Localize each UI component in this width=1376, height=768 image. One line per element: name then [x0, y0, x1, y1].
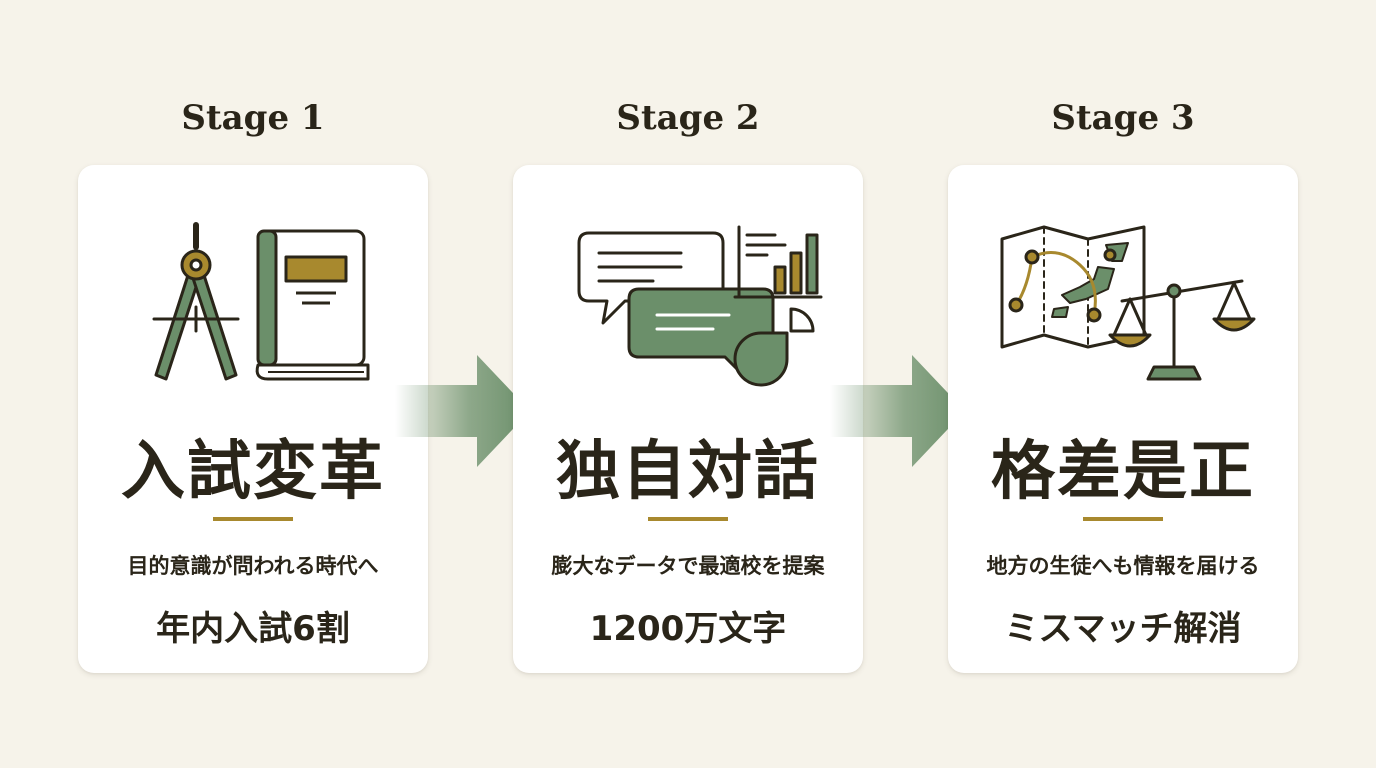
stage-3-title: 格差是正 [991, 434, 1255, 509]
stage-1-divider [213, 517, 293, 521]
stage-3-label: Stage 3 [1051, 98, 1195, 138]
stage-1-card: 入試変革 目的意識が問われる時代へ 年内入試6割 [78, 165, 428, 673]
stage-2-title: 独自対話 [556, 434, 820, 509]
arrow-right-icon [830, 355, 965, 467]
stage-1-metric: 年内入試6割 [156, 609, 350, 649]
stage-3-subtitle: 地方の生徒へも情報を届ける [986, 554, 1260, 578]
stage-2-icons [577, 225, 823, 387]
bar-chart-icon [733, 225, 823, 299]
stage-3-divider [1083, 517, 1163, 521]
book-icon [255, 229, 370, 381]
stage-1-title: 入試変革 [121, 434, 385, 509]
japan-map-icon [1000, 225, 1146, 349]
stage-1-icons [152, 222, 370, 381]
stage-3-metric: ミスマッチ解消 [1004, 609, 1242, 649]
stage-2-label: Stage 2 [616, 98, 760, 138]
arrow-right-icon [395, 355, 530, 467]
stage-3-icons [1000, 225, 1256, 381]
stage-1-subtitle: 目的意識が問われる時代へ [127, 554, 379, 578]
stage-2-divider [648, 517, 728, 521]
stage-1-label: Stage 1 [181, 98, 325, 138]
pie-chart-icon [733, 307, 815, 387]
stage-2-subtitle: 膨大なデータで最適校を提案 [551, 554, 825, 578]
stage-2-metric: 1200万文字 [589, 609, 787, 649]
balance-scale-icon [1108, 279, 1256, 381]
compass-icon [152, 222, 240, 381]
stage-2-card: 独自対話 膨大なデータで最適校を提案 1200万文字 [513, 165, 863, 673]
stage-3-card: 格差是正 地方の生徒へも情報を届ける ミスマッチ解消 [948, 165, 1298, 673]
